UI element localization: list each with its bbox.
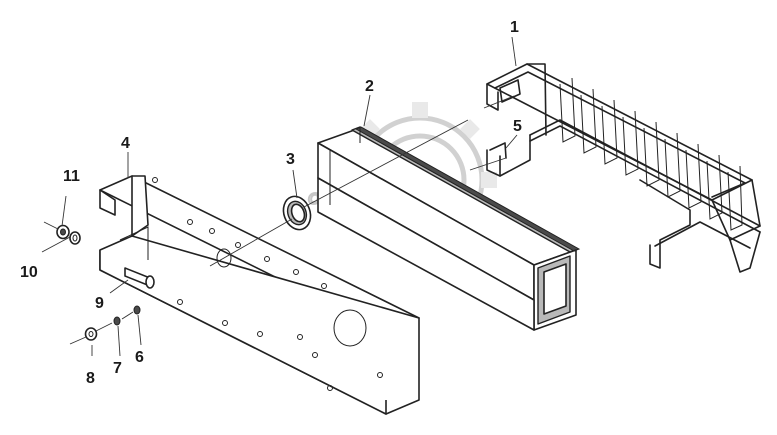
callout-9: 9 — [95, 295, 104, 312]
part-9-pin — [124, 267, 155, 289]
part-1-wire-guard — [486, 63, 761, 273]
callout-7: 7 — [113, 360, 122, 377]
callout-1: 1 — [510, 19, 519, 36]
part-2-long-box — [317, 126, 581, 331]
part-4-bracket — [99, 175, 420, 415]
part-6-7-8-fasteners — [84, 305, 141, 341]
callout-4: 4 — [121, 135, 130, 152]
callout-8: 8 — [86, 370, 95, 387]
callout-6: 6 — [135, 349, 144, 366]
callout-labels: 1 2 3 4 5 6 7 8 9 10 11 — [20, 19, 522, 387]
leader-lines — [41, 36, 518, 357]
callout-5: 5 — [513, 118, 522, 135]
callout-10: 10 — [20, 264, 38, 281]
part-3-seal-ring — [282, 195, 312, 231]
callout-3: 3 — [286, 151, 295, 168]
callout-11: 11 — [63, 168, 80, 185]
callout-2: 2 — [365, 78, 374, 95]
part-10-11-nut-washer — [56, 224, 81, 245]
